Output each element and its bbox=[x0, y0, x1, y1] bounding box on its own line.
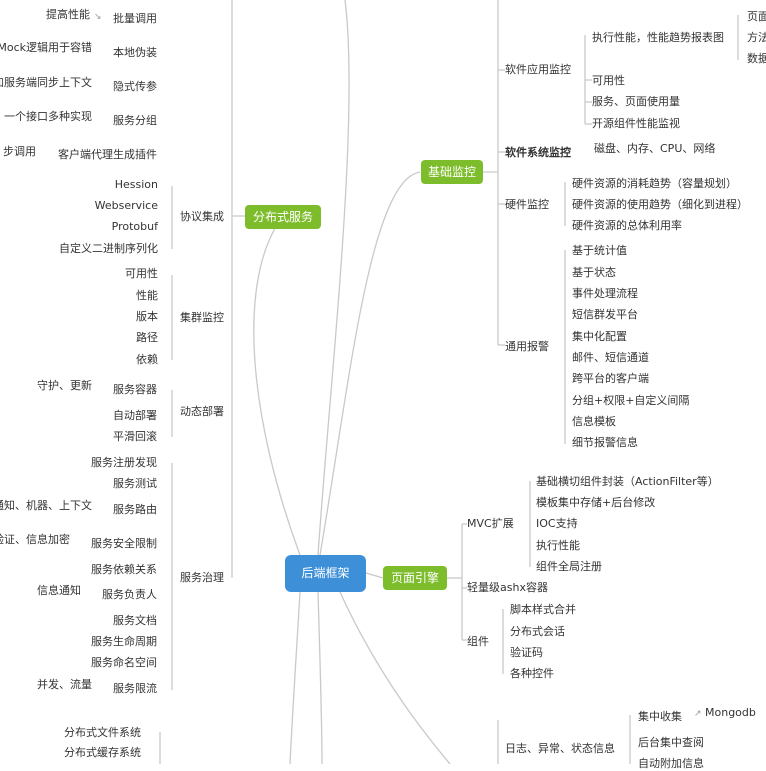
node-text[interactable]: 可用性 bbox=[592, 74, 625, 87]
link-icon: ↗ bbox=[694, 709, 702, 719]
node-text[interactable]: IOC支持 bbox=[536, 517, 578, 530]
node-text[interactable]: 通用报警 bbox=[505, 340, 549, 353]
node-text[interactable]: 性能 bbox=[136, 289, 158, 302]
node-text[interactable]: 服务容器 bbox=[113, 383, 157, 396]
node-text[interactable]: 数据 bbox=[747, 52, 766, 65]
node-text[interactable]: 分组+权限+自定义间隔 bbox=[572, 394, 690, 407]
center-node[interactable]: 后端框架 bbox=[285, 555, 366, 592]
node-text[interactable]: 验证、信息加密 bbox=[0, 533, 70, 546]
node-text[interactable]: 依赖 bbox=[136, 353, 158, 366]
node-text[interactable]: 服务注册发现 bbox=[91, 456, 157, 469]
node-text[interactable]: Protobuf bbox=[111, 220, 158, 233]
node-text[interactable]: 服务治理 bbox=[180, 571, 224, 584]
node-text[interactable]: 软件应用监控 bbox=[505, 63, 571, 76]
node-text[interactable]: 模板集中存储+后台修改 bbox=[536, 496, 656, 509]
node-text[interactable]: 各种控件 bbox=[510, 667, 554, 680]
node-text[interactable]: 服务、页面使用量 bbox=[592, 95, 680, 108]
node-text[interactable]: 硬件资源的消耗趋势（容量规划） bbox=[572, 177, 737, 190]
node-text[interactable]: 脚本样式合并 bbox=[510, 603, 576, 616]
node-text[interactable]: 协议集成 bbox=[180, 210, 224, 223]
node-text[interactable]: 基础横切组件封装（ActionFilter等） bbox=[536, 475, 719, 488]
page-engine-label: 页面引擎 bbox=[390, 571, 439, 585]
node-text[interactable]: 服务路由 bbox=[113, 503, 157, 516]
node-text[interactable]: 服务生命周期 bbox=[91, 635, 157, 648]
node-text[interactable]: 步调用 bbox=[3, 145, 36, 158]
node-text[interactable]: 隐式传参 bbox=[113, 80, 157, 93]
node-text[interactable]: 轻量级ashx容器 bbox=[467, 581, 548, 594]
node-text[interactable]: Mongodb bbox=[705, 706, 756, 719]
page-engine-node[interactable]: 页面引擎 bbox=[383, 566, 447, 590]
node-text[interactable]: 批量调用 bbox=[113, 12, 157, 25]
node-text[interactable]: 自动附加信息 bbox=[638, 757, 704, 770]
node-text[interactable]: 组件全局注册 bbox=[536, 560, 602, 573]
node-text[interactable]: 事件处理流程 bbox=[572, 287, 638, 300]
node-text[interactable]: 硬件资源的总体利用率 bbox=[572, 219, 682, 232]
node-text[interactable]: 服务负责人 bbox=[102, 588, 157, 601]
node-text[interactable]: 硬件监控 bbox=[505, 198, 549, 211]
node-text[interactable]: 基于状态 bbox=[572, 266, 616, 279]
node-text[interactable]: 集中收集 bbox=[638, 710, 682, 723]
node-text[interactable]: 服务依赖关系 bbox=[91, 563, 157, 576]
node-text[interactable]: 服务测试 bbox=[113, 477, 157, 490]
distributed-label: 分布式服务 bbox=[252, 210, 313, 224]
node-text[interactable]: 服务文档 bbox=[113, 614, 157, 627]
node-text[interactable]: 集中化配置 bbox=[572, 330, 627, 343]
node-text[interactable]: 客户端代理生成插件 bbox=[58, 148, 157, 161]
node-text[interactable]: 版本 bbox=[136, 310, 158, 323]
node-text[interactable]: 加服务端同步上下文 bbox=[0, 76, 92, 89]
monitoring-label: 基础监控 bbox=[427, 165, 476, 179]
node-text[interactable]: 服务分组 bbox=[113, 114, 157, 127]
node-text[interactable]: 服务命名空间 bbox=[91, 656, 157, 669]
node-text[interactable]: 短信群发平台 bbox=[572, 308, 638, 321]
node-text[interactable]: 基于统计值 bbox=[572, 244, 627, 257]
node-text[interactable]: 邮件、短信通道 bbox=[572, 351, 649, 364]
node-text[interactable]: 信息模板 bbox=[572, 415, 616, 428]
node-text[interactable]: 通知、机器、上下文 bbox=[0, 499, 92, 512]
node-text[interactable]: 可用性 bbox=[125, 267, 158, 280]
node-text[interactable]: Mock逻辑用于容错 bbox=[0, 41, 92, 54]
node-text[interactable]: 平滑回滚 bbox=[113, 430, 157, 443]
node-text[interactable]: 执行性能 bbox=[536, 539, 580, 552]
node-text[interactable]: 服务限流 bbox=[113, 682, 157, 695]
node-text[interactable]: 软件系统监控 bbox=[505, 146, 571, 159]
node-text[interactable]: 磁盘、内存、CPU、网络 bbox=[594, 142, 716, 155]
node-text[interactable]: 执行性能，性能趋势报表图 bbox=[592, 31, 724, 44]
node-text[interactable]: Webservice bbox=[94, 199, 158, 212]
distributed-service-node[interactable]: 分布式服务 bbox=[245, 205, 321, 229]
node-text[interactable]: 分布式缓存系统 bbox=[64, 746, 141, 759]
node-text[interactable]: 提高性能 bbox=[46, 8, 90, 21]
node-text[interactable]: 验证码 bbox=[510, 646, 543, 659]
node-text[interactable]: 信息通知 bbox=[37, 584, 81, 597]
node-text[interactable]: 分布式会话 bbox=[510, 625, 565, 638]
node-text[interactable]: MVC扩展 bbox=[467, 517, 514, 530]
node-text[interactable]: 后台集中查阅 bbox=[638, 736, 704, 749]
node-text[interactable]: 方法 bbox=[747, 31, 766, 44]
node-text[interactable]: 页面 bbox=[747, 10, 766, 23]
node-text[interactable]: 守护、更新 bbox=[37, 379, 92, 392]
node-text[interactable]: 开源组件性能监视 bbox=[592, 117, 680, 130]
center-label: 后端框架 bbox=[301, 566, 350, 580]
node-text[interactable]: 组件 bbox=[467, 635, 489, 648]
node-text[interactable]: 本地伪装 bbox=[113, 46, 157, 59]
basic-monitoring-node[interactable]: 基础监控 bbox=[421, 160, 483, 184]
node-text[interactable]: 集群监控 bbox=[180, 311, 224, 324]
link-icon: ↘ bbox=[94, 12, 102, 22]
node-text[interactable]: 自动部署 bbox=[113, 409, 157, 422]
node-text[interactable]: 路径 bbox=[136, 331, 158, 344]
node-text[interactable]: 细节报警信息 bbox=[572, 436, 638, 449]
node-text[interactable]: 一个接口多种实现 bbox=[4, 110, 92, 123]
node-text[interactable]: 服务安全限制 bbox=[91, 537, 157, 550]
node-text[interactable]: 并发、流量 bbox=[37, 678, 92, 691]
node-text[interactable]: 跨平台的客户端 bbox=[572, 372, 649, 385]
node-text[interactable]: 动态部署 bbox=[180, 405, 224, 418]
node-text[interactable]: 硬件资源的使用趋势（细化到进程） bbox=[572, 198, 748, 211]
node-text[interactable]: Hession bbox=[114, 178, 158, 191]
node-text[interactable]: 分布式文件系统 bbox=[64, 726, 141, 739]
node-text[interactable]: 日志、异常、状态信息 bbox=[505, 742, 615, 755]
node-text[interactable]: 自定义二进制序列化 bbox=[59, 242, 158, 255]
